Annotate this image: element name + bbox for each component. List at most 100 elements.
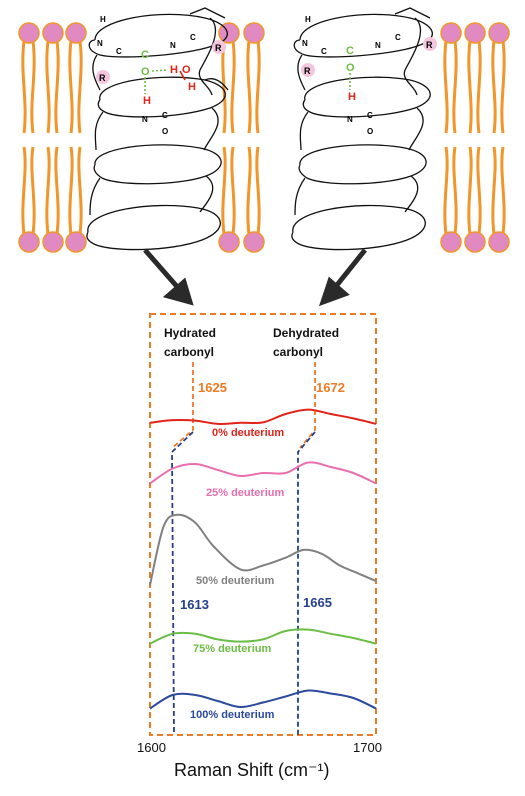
lipid-head bbox=[42, 231, 64, 253]
atom-c-label-r3: C bbox=[367, 111, 373, 120]
series-label: 25% deuterium bbox=[206, 487, 284, 499]
series-0pct-deuterium bbox=[149, 408, 377, 425]
series-100pct-deuterium bbox=[149, 689, 377, 710]
right-hydrogen-bond-chemistry: H N C N C N C O C O H bbox=[302, 15, 401, 136]
lipid-tail bbox=[68, 40, 74, 134]
lipid-tail bbox=[452, 146, 458, 235]
spectra-frame bbox=[149, 313, 377, 736]
atom-n-label-3: N bbox=[142, 115, 148, 124]
lipid-tail bbox=[21, 40, 27, 134]
lipid-tail bbox=[443, 146, 449, 235]
peak-guide-1672 bbox=[299, 362, 316, 449]
lipid-tail bbox=[500, 146, 506, 235]
lipid-tail bbox=[77, 40, 83, 134]
series-50pct-deuterium bbox=[149, 513, 377, 586]
lipid-tail bbox=[491, 146, 497, 235]
lipid-head bbox=[440, 22, 462, 44]
lipid-head bbox=[65, 22, 87, 44]
lipid-tail bbox=[255, 40, 261, 134]
series-75pct-deuterium bbox=[149, 628, 377, 645]
series-label: 0% deuterium bbox=[212, 427, 284, 439]
lipid-tail bbox=[30, 146, 36, 235]
peak-markers bbox=[171, 362, 316, 736]
lipid-head bbox=[440, 231, 462, 253]
hydrated-label-2: carbonyl bbox=[164, 345, 214, 359]
lipid-tail bbox=[221, 146, 227, 235]
left-hydrogen-bond-chemistry: H N C N C N C O C O H H O H bbox=[97, 15, 196, 136]
lipid-tail bbox=[255, 146, 261, 235]
lipid-head bbox=[18, 22, 40, 44]
lipid-tail bbox=[452, 40, 458, 134]
lipid-tail bbox=[476, 40, 482, 134]
lipid-tail bbox=[246, 146, 252, 235]
x-axis-label: Raman Shift (cm⁻¹) bbox=[174, 760, 330, 780]
series-label: 50% deuterium bbox=[196, 575, 274, 587]
peak-guide-1665 bbox=[297, 431, 316, 735]
lipid-tail bbox=[476, 146, 482, 235]
atom-c-label: C bbox=[116, 47, 122, 56]
atom-n-label: N bbox=[97, 39, 103, 48]
water-h-label: H bbox=[170, 64, 178, 76]
lipid-tail bbox=[230, 40, 236, 134]
lipid-tail bbox=[467, 146, 473, 235]
amide-h-label: H bbox=[143, 95, 151, 107]
atom-h-label-r: H bbox=[305, 15, 311, 24]
r-group-label: R bbox=[99, 73, 106, 83]
lipid-tail bbox=[77, 146, 83, 235]
lipid-head bbox=[243, 231, 265, 253]
lipid-tail bbox=[54, 146, 60, 235]
lipid-tail bbox=[500, 40, 506, 134]
peak-label-1625: 1625 bbox=[198, 380, 227, 395]
left-bonds bbox=[144, 69, 186, 94]
series-25pct-deuterium bbox=[149, 461, 377, 485]
atom-o-label: O bbox=[162, 127, 168, 136]
lipid-head bbox=[488, 231, 510, 253]
lipid-tail bbox=[246, 40, 252, 134]
carbonyl-o-label-r: O bbox=[346, 62, 355, 74]
lipid-tail bbox=[68, 146, 74, 235]
lipid-tail bbox=[54, 40, 60, 134]
peak-guide-1613 bbox=[171, 431, 194, 736]
carbonyl-c-label-r: C bbox=[346, 45, 354, 57]
x-tick-1600: 1600 bbox=[137, 740, 166, 755]
lipid-head bbox=[488, 22, 510, 44]
lipid-head bbox=[243, 22, 265, 44]
carbonyl-o-label: O bbox=[141, 66, 150, 78]
peak-label-1613: 1613 bbox=[180, 597, 209, 612]
lipid-head bbox=[18, 231, 40, 253]
carbonyl-c-label: C bbox=[141, 49, 149, 61]
pointer-arrows bbox=[143, 248, 367, 307]
right-helix bbox=[291, 7, 433, 251]
lipid-tail bbox=[21, 146, 27, 235]
left-arrow-head bbox=[162, 277, 194, 306]
dehydrated-label-1: Dehydrated bbox=[273, 326, 339, 340]
atom-n-label-r3: N bbox=[347, 115, 353, 124]
series-label: 75% deuterium bbox=[193, 643, 271, 655]
lipid-head bbox=[218, 231, 240, 253]
atom-c-label-r: C bbox=[321, 47, 327, 56]
amide-h-label-r: H bbox=[348, 91, 356, 103]
atom-c-label-2: C bbox=[190, 33, 196, 42]
spectra-series: 0% deuterium 25% deuterium 50% deuterium 75… bbox=[149, 408, 377, 721]
atom-h-label: H bbox=[100, 15, 106, 24]
peak-label-1665: 1665 bbox=[303, 595, 332, 610]
lipid-tail bbox=[467, 40, 473, 134]
atom-n-label-r: N bbox=[302, 39, 308, 48]
lipid-tail bbox=[491, 40, 497, 134]
r-group-label-r2: R bbox=[426, 40, 433, 50]
right-arrow-shaft bbox=[331, 248, 367, 292]
lipid-head bbox=[65, 231, 87, 253]
right-arrow-head bbox=[318, 276, 350, 307]
hydrated-label-1: Hydrated bbox=[164, 326, 216, 340]
lipid-tail bbox=[30, 40, 36, 134]
r-group-label-2: R bbox=[215, 43, 222, 53]
lipid-head bbox=[218, 22, 240, 44]
lipid-head bbox=[464, 22, 486, 44]
left-helix bbox=[86, 7, 229, 251]
dehydrated-label-2: carbonyl bbox=[273, 345, 323, 359]
r-group-label-r: R bbox=[304, 66, 311, 76]
left-arrow-shaft bbox=[143, 248, 182, 292]
series-label: 100% deuterium bbox=[190, 709, 275, 721]
water-o-label: O bbox=[182, 64, 191, 76]
